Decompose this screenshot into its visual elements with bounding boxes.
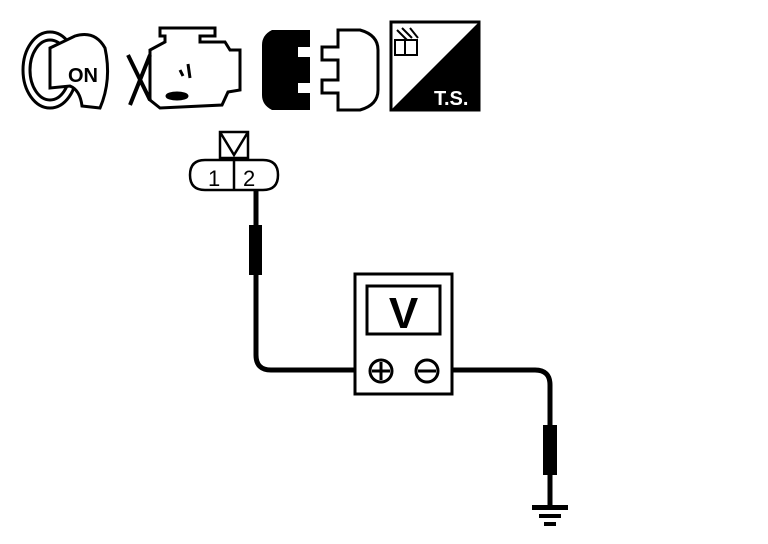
terminal-side-label: T.S.: [434, 88, 468, 110]
connector-pin-1: 1: [208, 166, 220, 191]
disconnect-connector-icon: [262, 28, 380, 112]
ignition-on-label: ON: [68, 65, 98, 87]
positive-terminal-icon: [368, 358, 394, 384]
voltmeter-display: V: [389, 289, 419, 338]
negative-lead-wire: [438, 367, 553, 505]
terminal-side-icon: T.S.: [389, 20, 481, 112]
ground-icon: [532, 505, 568, 526]
positive-lead-wire: [253, 190, 370, 373]
ignition-key-on-icon: ON: [21, 30, 110, 110]
positive-probe: [249, 225, 262, 275]
negative-probe: [543, 425, 557, 475]
engine-running-icon: [126, 26, 242, 110]
voltmeter: V: [353, 272, 454, 396]
harness-connector: 1 2: [188, 130, 280, 192]
negative-terminal-icon: [414, 358, 440, 384]
connector-pin-2: 2: [243, 166, 255, 191]
